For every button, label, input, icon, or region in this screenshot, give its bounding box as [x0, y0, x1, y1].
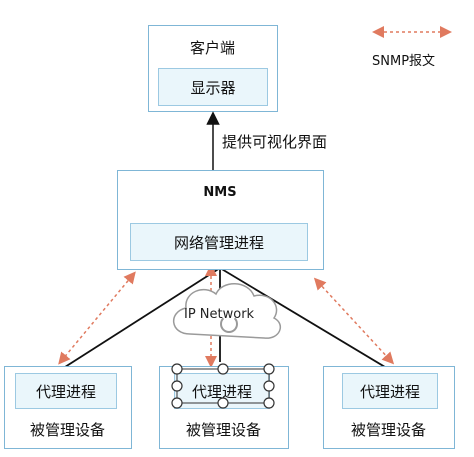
visual-interface-label: 提供可视化界面: [222, 132, 328, 151]
agent-process-3[interactable]: 代理进程: [342, 373, 438, 409]
nms-box[interactable]: NMS 网络管理进程: [117, 170, 324, 270]
handle-tr: [263, 363, 275, 375]
handle-bm: [217, 397, 229, 409]
managed-device-label-2: 被管理设备: [185, 420, 261, 439]
selection-handles: [171, 363, 275, 409]
handle-br: [263, 397, 275, 409]
managed-device-1[interactable]: 代理进程 被管理设备: [4, 366, 132, 449]
managed-device-label-3: 被管理设备: [350, 420, 426, 439]
refresh-icon: [220, 315, 238, 333]
client-box[interactable]: 客户端 显示器: [148, 25, 278, 112]
display-box[interactable]: 显示器: [158, 68, 268, 106]
handle-mr: [263, 380, 275, 392]
managed-device-3[interactable]: 代理进程 被管理设备: [323, 366, 455, 449]
snmp-arrow-left: [58, 271, 136, 365]
ip-network-cloud: [173, 283, 282, 339]
handle-ml: [171, 380, 183, 392]
client-title: 客户端: [189, 38, 235, 57]
nms-title: NMS: [203, 184, 237, 200]
legend-label: SNMP报文: [372, 54, 436, 69]
managed-device-label-1: 被管理设备: [29, 420, 105, 439]
agent-process-1[interactable]: 代理进程: [15, 373, 117, 409]
handle-bl: [171, 397, 183, 409]
network-management-process[interactable]: 网络管理进程: [130, 223, 308, 261]
handle-tl: [171, 363, 183, 375]
handle-tm: [217, 363, 229, 375]
